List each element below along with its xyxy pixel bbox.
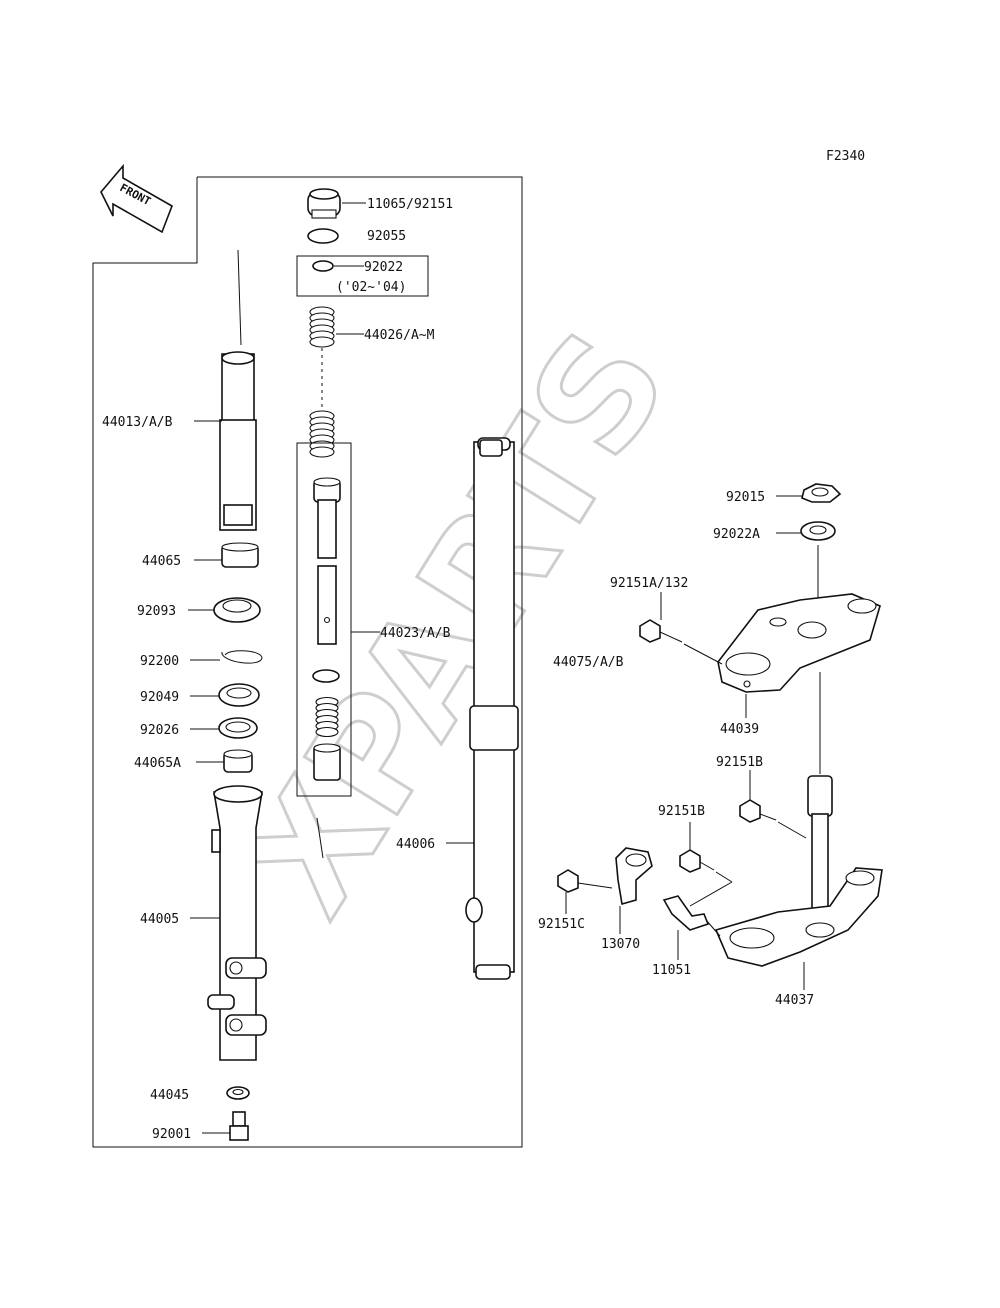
bolt-92151B-lower [679, 849, 715, 873]
label-44006: 44006 [396, 837, 435, 852]
figure-code: F2340 [826, 149, 865, 164]
label-92151B-2: 92151B [658, 804, 705, 819]
label-11065: 11065/92151 [367, 197, 453, 212]
spring-coil [309, 336, 335, 348]
box-44023 [296, 442, 352, 797]
label-44065A: 44065A [134, 756, 181, 771]
stem-bracket-44037 [714, 775, 883, 967]
clip-92200 [221, 650, 263, 664]
bolt-92151C [557, 869, 613, 893]
bushing-44065 [221, 542, 259, 568]
oil-seal-92049 [218, 683, 260, 707]
label-44037: 44037 [775, 993, 814, 1008]
front-direction-arrow: FRONT [100, 163, 173, 234]
spring-coil [309, 446, 335, 458]
label-92026: 92026 [140, 723, 179, 738]
cap-bolt-11065 [307, 188, 341, 219]
label-44065: 44065 [142, 554, 181, 569]
spring-coil [315, 726, 339, 738]
label-92022A: 92022A [713, 527, 760, 542]
inner-tube-44013 [219, 351, 257, 531]
damper-rod-44023 [312, 477, 341, 781]
dust-seal-92093 [213, 597, 261, 623]
outer-tube-44005 [207, 785, 267, 1061]
label-92151A: 92151A/132 [610, 576, 688, 591]
label-44005: 44005 [140, 912, 179, 927]
bushing-44065A [223, 749, 253, 773]
spring-44026 [309, 306, 335, 458]
label-44023: 44023/A/B [380, 626, 451, 641]
label-44026: 44026/A~M [364, 328, 435, 343]
o-ring-92022 [312, 260, 334, 272]
label-44075: 44075/A/B [553, 655, 624, 670]
washer-92026 [218, 717, 258, 739]
label-44045: 44045 [150, 1088, 189, 1103]
label-11051: 11051 [652, 963, 691, 978]
label-92022-note: ('02~'04) [336, 280, 406, 295]
label-92151B-1: 92151B [716, 755, 763, 770]
upper-bracket-44039 [717, 593, 881, 693]
label-92001: 92001 [152, 1127, 191, 1142]
washer-92022A [800, 521, 836, 541]
label-92022: 92022 [364, 260, 403, 275]
nut-92015 [801, 483, 842, 503]
label-92151C: 92151C [538, 917, 585, 932]
label-92015: 92015 [726, 490, 765, 505]
box-92022 [296, 255, 429, 297]
label-92093: 92093 [137, 604, 176, 619]
bolt-92001 [229, 1111, 249, 1141]
assembly-frame [92, 176, 523, 1148]
washer-44045 [226, 1086, 250, 1100]
bolt-92151A [639, 619, 683, 643]
clamp-13070 [615, 847, 653, 906]
watermark: XPARTS [212, 303, 702, 944]
label-44039: 44039 [720, 722, 759, 737]
bracket-11051 [662, 895, 710, 931]
bolt-92151B-upper [739, 799, 777, 823]
label-92049: 92049 [140, 690, 179, 705]
inner-tube-44006 [465, 437, 519, 980]
label-13070: 13070 [601, 937, 640, 952]
label-92055: 92055 [367, 229, 406, 244]
o-ring-92055 [307, 228, 339, 244]
label-92200: 92200 [140, 654, 179, 669]
label-44013: 44013/A/B [102, 415, 173, 430]
